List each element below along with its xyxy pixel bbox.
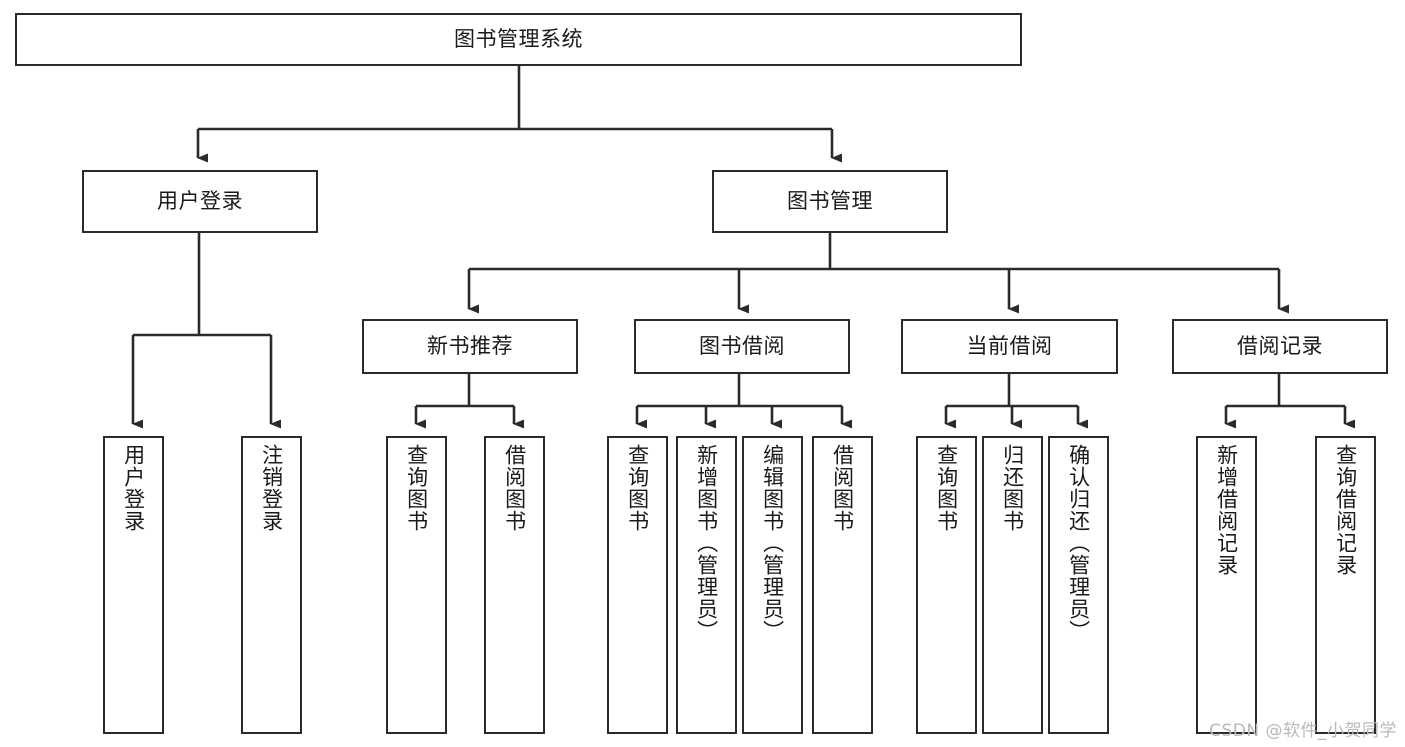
node-leaf-add-borrow-record[interactable]: 新增借阅记录 xyxy=(1196,436,1257,734)
node-borrow-record[interactable]: 借阅记录 xyxy=(1172,319,1388,374)
node-leaf-query-book-borrow-label: 查询图书 xyxy=(625,444,650,532)
node-new-book-rec[interactable]: 新书推荐 xyxy=(362,319,578,374)
node-root[interactable]: 图书管理系统 xyxy=(15,13,1022,66)
node-leaf-logout-label: 注销登录 xyxy=(259,444,284,532)
node-leaf-user-login-label: 用户登录 xyxy=(121,444,146,532)
node-leaf-edit-book[interactable]: 编辑图书（管理员） xyxy=(742,436,803,734)
node-leaf-user-login[interactable]: 用户登录 xyxy=(103,436,164,734)
node-book-mgmt[interactable]: 图书管理 xyxy=(712,170,948,233)
node-leaf-query-book-rec-label: 查询图书 xyxy=(404,444,429,532)
node-leaf-add-book[interactable]: 新增图书（管理员） xyxy=(676,436,737,734)
node-leaf-logout[interactable]: 注销登录 xyxy=(241,436,302,734)
node-user-login[interactable]: 用户登录 xyxy=(82,170,318,233)
node-book-mgmt-label: 图书管理 xyxy=(787,189,873,214)
node-leaf-confirm-return[interactable]: 确认归还（管理员） xyxy=(1048,436,1109,734)
node-leaf-borrow-book-label: 借阅图书 xyxy=(830,444,855,532)
node-leaf-query-borrow-record[interactable]: 查询借阅记录 xyxy=(1315,436,1376,734)
node-leaf-query-book-rec[interactable]: 查询图书 xyxy=(386,436,447,734)
node-current-borrow-label: 当前借阅 xyxy=(966,334,1053,359)
node-leaf-borrow-book-rec[interactable]: 借阅图书 xyxy=(484,436,545,734)
node-leaf-query-book-borrow[interactable]: 查询图书 xyxy=(607,436,668,734)
node-leaf-borrow-book[interactable]: 借阅图书 xyxy=(812,436,873,734)
node-leaf-query-book-current[interactable]: 查询图书 xyxy=(916,436,977,734)
node-leaf-edit-book-label: 编辑图书（管理员） xyxy=(760,444,785,642)
node-leaf-query-book-current-label: 查询图书 xyxy=(934,444,959,532)
node-borrow-record-label: 借阅记录 xyxy=(1237,334,1323,359)
node-leaf-confirm-return-label: 确认归还（管理员） xyxy=(1066,444,1091,642)
node-book-borrow-label: 图书借阅 xyxy=(699,334,785,359)
node-leaf-return-book[interactable]: 归还图书 xyxy=(982,436,1043,734)
node-root-label: 图书管理系统 xyxy=(454,27,583,52)
node-leaf-query-borrow-record-label: 查询借阅记录 xyxy=(1333,444,1358,576)
node-leaf-add-book-label: 新增图书（管理员） xyxy=(694,444,719,642)
node-leaf-add-borrow-record-label: 新增借阅记录 xyxy=(1214,444,1239,576)
node-new-book-rec-label: 新书推荐 xyxy=(427,334,513,359)
node-user-login-label: 用户登录 xyxy=(157,189,243,214)
node-current-borrow[interactable]: 当前借阅 xyxy=(901,319,1118,374)
node-book-borrow[interactable]: 图书借阅 xyxy=(634,319,850,374)
node-leaf-borrow-book-rec-label: 借阅图书 xyxy=(502,444,527,532)
node-leaf-return-book-label: 归还图书 xyxy=(1000,444,1025,532)
